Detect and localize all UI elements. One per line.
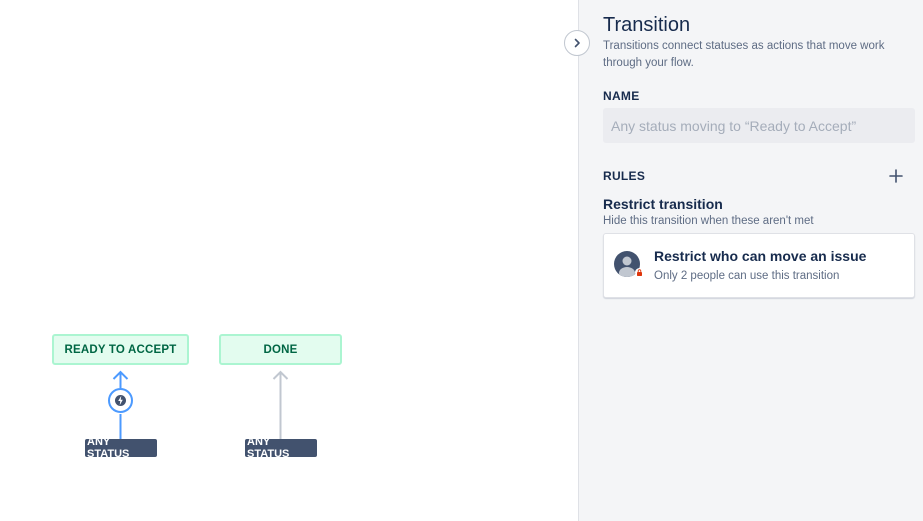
name-section-label: NAME bbox=[603, 89, 640, 103]
rule-description: Only 2 people can use this transition bbox=[654, 270, 840, 282]
plus-icon bbox=[889, 169, 903, 183]
panel-description: Transitions connect statuses as actions … bbox=[603, 40, 885, 69]
add-rule-button[interactable] bbox=[885, 165, 907, 187]
transition-details-panel: Transition Transitions connect statuses … bbox=[578, 0, 923, 521]
collapse-panel-button[interactable] bbox=[564, 30, 590, 56]
selected-connector-arrowhead bbox=[112, 370, 129, 380]
any-status-label[interactable]: ANY STATUS bbox=[85, 436, 157, 460]
workflow-canvas[interactable]: READY TO ACCEPT DONE ANY STATUS ANY STAT… bbox=[0, 0, 578, 521]
transition-name-input[interactable] bbox=[603, 108, 915, 143]
rules-section-label: RULES bbox=[603, 169, 646, 183]
lightning-icon bbox=[115, 395, 126, 406]
connector-arrowhead bbox=[272, 370, 289, 380]
lock-icon bbox=[635, 268, 644, 277]
rule-group-title: Restrict transition bbox=[603, 196, 723, 212]
rule-group-description: Hide this transition when these aren't m… bbox=[603, 215, 814, 227]
rule-title: Restrict who can move an issue bbox=[654, 248, 867, 264]
panel-title: Transition bbox=[603, 14, 691, 36]
rule-card[interactable]: Restrict who can move an issue Only 2 pe… bbox=[603, 233, 915, 298]
any-status-label[interactable]: ANY STATUS bbox=[245, 436, 317, 460]
transition-rule-icon[interactable] bbox=[108, 388, 133, 413]
chevron-right-icon bbox=[574, 38, 580, 48]
status-node-ready-to-accept[interactable]: READY TO ACCEPT bbox=[52, 334, 189, 365]
transition-connectors bbox=[112, 370, 289, 440]
status-node-done[interactable]: DONE bbox=[219, 334, 342, 365]
user-icon bbox=[614, 251, 640, 277]
